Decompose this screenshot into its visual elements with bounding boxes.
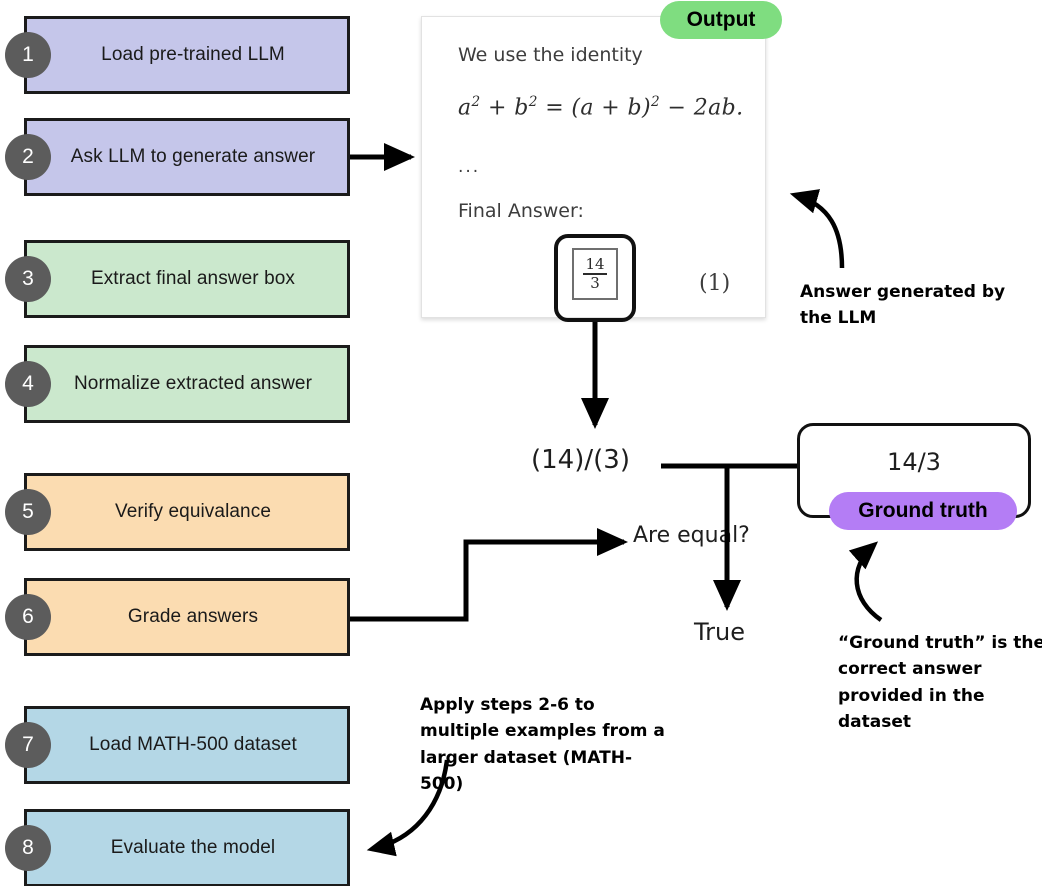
step-number-badge-2: 2	[5, 134, 51, 180]
annotation-apply-steps: Apply steps 2-6 to multiple examples fro…	[420, 695, 665, 795]
ground-truth-value: 14/3	[887, 448, 941, 476]
output-text-intro: We use the identity	[458, 44, 643, 66]
annotation-answer-by-llm: Answer generated by the LLM	[800, 282, 1006, 329]
boxed-answer-highlight	[554, 234, 636, 322]
curved-arrow-groundtruth-annotation	[848, 541, 883, 622]
output-equation-number: (1)	[699, 271, 731, 296]
step-number-badge-7: 7	[5, 722, 51, 768]
step-label-4: Normalize extracted answer	[73, 373, 313, 394]
step-block-2[interactable]: 2 Ask LLM to generate answer	[5, 118, 350, 196]
step-block-5[interactable]: 5 Verify equivalance	[5, 473, 350, 551]
step-block-8[interactable]: 8 Evaluate the model	[5, 809, 350, 886]
step-label-6: Grade answers	[127, 606, 259, 627]
step-number-badge-8: 8	[5, 825, 51, 871]
step-number-badge-4: 4	[5, 361, 51, 407]
step-label-2: Ask LLM to generate answer	[70, 146, 316, 167]
step-label-3: Extract final answer box	[90, 268, 296, 289]
annotation-ground-truth-note: “Ground truth” is the correct answer pro…	[838, 633, 1042, 733]
ground-truth-badge: Ground truth	[829, 492, 1017, 530]
are-equal-question-text: Are equal?	[633, 523, 750, 548]
step-number-badge-5: 5	[5, 489, 51, 535]
output-math-formula: a2 + b2 = (a + b)2 − 2ab.	[458, 94, 744, 121]
step-label-5: Verify equivalance	[114, 501, 271, 522]
boxed-answer-denominator: 3	[590, 273, 600, 292]
output-badge: Output	[660, 1, 782, 39]
normalized-answer-text: (14)/(3)	[531, 445, 630, 475]
step-block-4[interactable]: 4 Normalize extracted answer	[5, 345, 350, 423]
step-block-6[interactable]: 6 Grade answers	[5, 578, 350, 656]
arrow-step6-to-are-equal	[350, 527, 628, 622]
step-label-7: Load MATH-500 dataset	[89, 734, 297, 755]
step-label-8: Evaluate the model	[110, 837, 276, 858]
output-text-final-answer-label: Final Answer:	[458, 200, 584, 222]
step-block-1[interactable]: 1 Load pre-trained LLM	[5, 16, 350, 94]
comparison-result-text: True	[694, 618, 745, 646]
step-block-7[interactable]: 7 Load MATH-500 dataset	[5, 706, 350, 784]
step-number-badge-1: 1	[5, 32, 51, 78]
boxed-answer-numerator: 14	[585, 254, 605, 273]
step-number-badge-6: 6	[5, 594, 51, 640]
fraction-bar	[583, 273, 607, 275]
curved-arrow-llm-annotation	[789, 189, 845, 269]
boxed-answer-fraction: 14 3	[572, 248, 618, 300]
output-text-ellipsis: ...	[458, 157, 481, 177]
step-number-badge-3: 3	[5, 256, 51, 302]
step-block-3[interactable]: 3 Extract final answer box	[5, 240, 350, 318]
step-label-1: Load pre-trained LLM	[101, 44, 285, 65]
